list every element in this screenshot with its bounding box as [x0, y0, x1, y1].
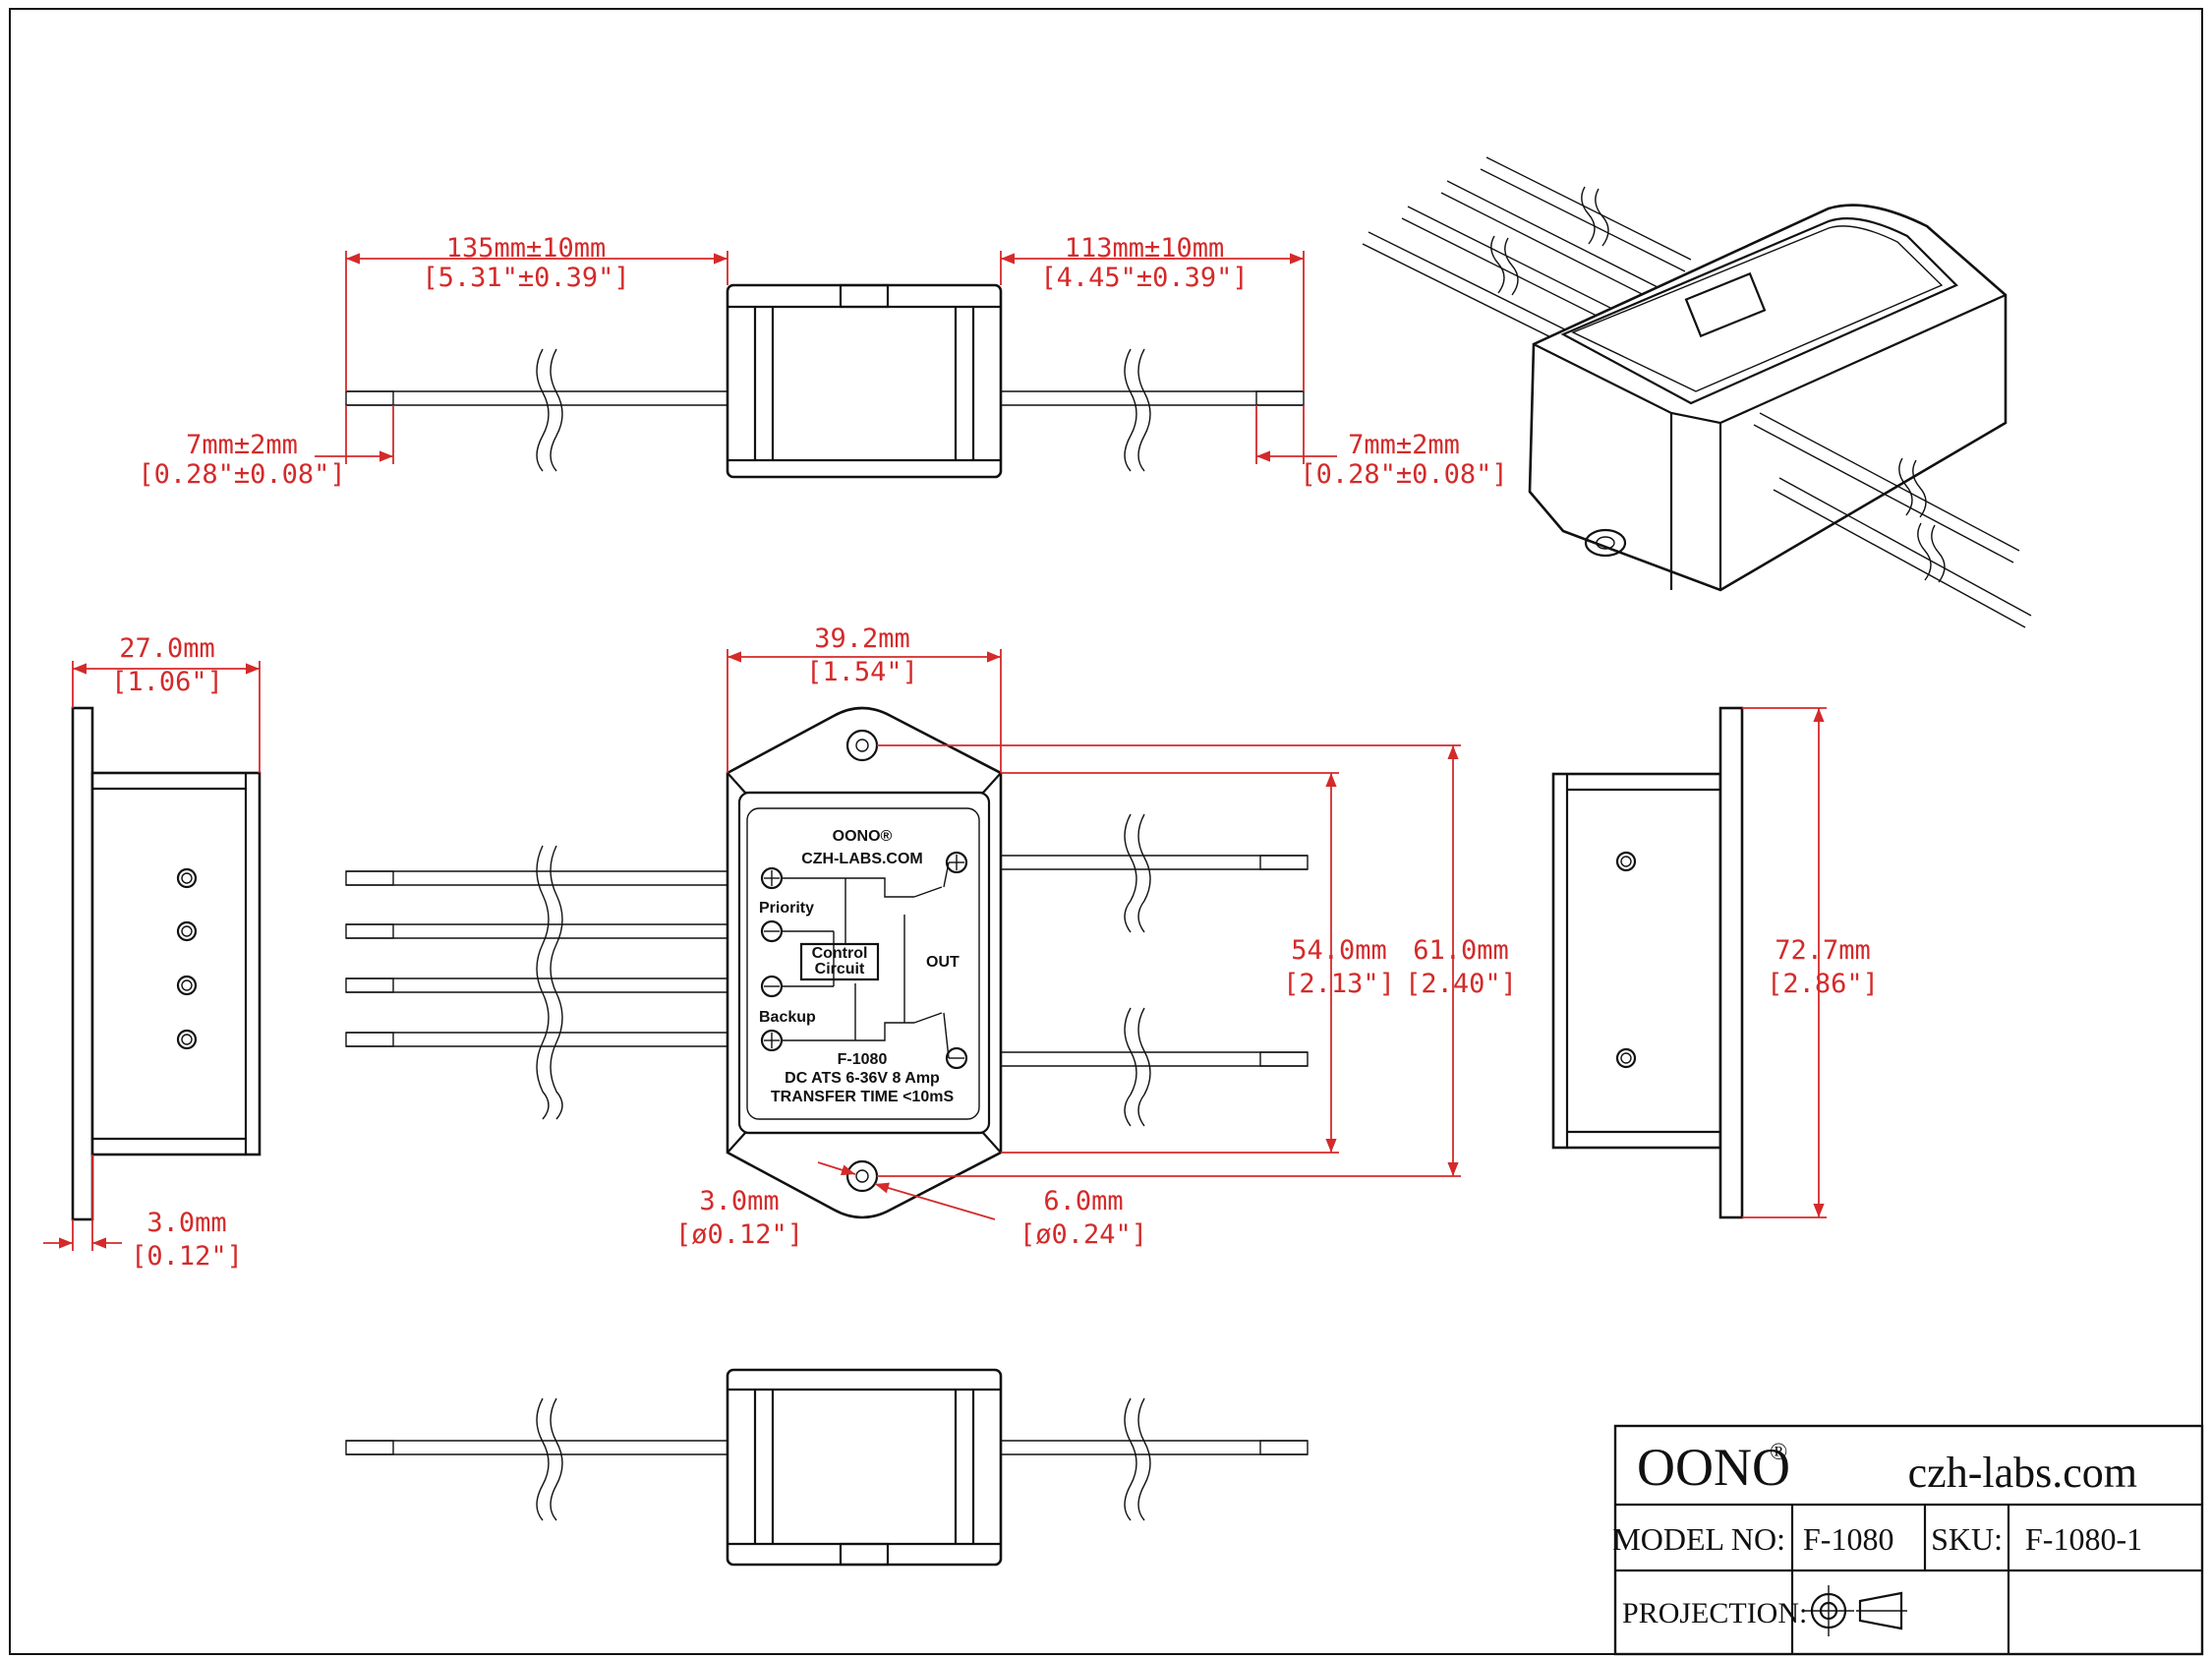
dim-strip-left: 7mm±2mm [186, 430, 298, 460]
dimensions: 135mm±10mm [5.31"±0.39"] 113mm±10mm [4.4… [43, 233, 1879, 1272]
circuit-schematic [782, 861, 950, 1059]
dim-inner-height: 54.0mm [1291, 935, 1387, 966]
label-control: Control [812, 945, 868, 962]
dim-right-lead-length-in: [4.45"±0.39"] [1040, 263, 1248, 293]
title-registered-mark: ® [1770, 1440, 1787, 1465]
label-circuit: Circuit [815, 961, 865, 978]
dim-hole-spacing-in: [2.40"] [1405, 969, 1517, 999]
title-block: OONO ® czh-labs.com MODEL NO: F-1080 SKU… [1612, 1424, 2204, 1656]
dim-flange: 3.0mm [146, 1208, 226, 1238]
dim-width: 39.2mm [814, 623, 910, 654]
top-view [345, 283, 1305, 479]
isometric-view [1362, 156, 2032, 628]
dim-depth-in: [1.06"] [111, 667, 223, 697]
label-brand: OONO® [833, 828, 893, 845]
dim-hole-diameter: 3.0mm [699, 1186, 779, 1216]
label-site: CZH-LABS.COM [801, 851, 923, 867]
model-number-value: F-1080 [1803, 1521, 1893, 1557]
label-transfer: TRANSFER TIME <10mS [771, 1089, 955, 1105]
dim-left-lead-length-in: [5.31"±0.39"] [422, 263, 629, 293]
dim-width-in: [1.54"] [806, 657, 918, 687]
dim-left-lead-length: 135mm±10mm [446, 233, 607, 264]
sku-value: F-1080-1 [2025, 1521, 2142, 1557]
left-side-view [71, 706, 262, 1221]
title-brand: OONO [1637, 1438, 1790, 1497]
dim-boss-diameter: 6.0mm [1043, 1186, 1123, 1216]
title-website: czh-labs.com [1908, 1449, 2137, 1497]
model-number-label: MODEL NO: [1612, 1521, 1785, 1557]
dim-right-lead-length: 113mm±10mm [1065, 233, 1225, 264]
label-priority: Priority [759, 900, 814, 917]
bottom-view [345, 1368, 1309, 1567]
dim-overall-height: 72.7mm [1775, 935, 1871, 966]
sku-label: SKU: [1931, 1521, 2003, 1557]
dim-depth: 27.0mm [119, 633, 215, 664]
label-backup: Backup [759, 1009, 816, 1026]
dim-flange-in: [0.12"] [131, 1241, 243, 1272]
dim-boss-diameter-in: [ø0.24"] [1019, 1219, 1147, 1250]
dim-strip-left-in: [0.28"±0.08"] [138, 459, 345, 490]
dim-hole-spacing: 61.0mm [1413, 935, 1509, 966]
label-model: F-1080 [838, 1051, 888, 1068]
dim-strip-right-in: [0.28"±0.08"] [1300, 459, 1507, 490]
projection-symbol-icon [1803, 1585, 1907, 1636]
label-out: OUT [926, 954, 960, 971]
dim-strip-right: 7mm±2mm [1348, 430, 1460, 460]
dim-inner-height-in: [2.13"] [1283, 969, 1395, 999]
drawing-frame [9, 8, 2203, 1655]
projection-label: PROJECTION: [1622, 1597, 1807, 1629]
dim-overall-height-in: [2.86"] [1767, 969, 1879, 999]
front-view: OONO® CZH-LABS.COM Priority Backup OUT C… [345, 706, 1309, 1219]
label-spec: DC ATS 6-36V 8 Amp [785, 1070, 940, 1087]
dim-hole-diameter-in: [ø0.12"] [675, 1219, 803, 1250]
right-side-view [1551, 706, 1744, 1219]
